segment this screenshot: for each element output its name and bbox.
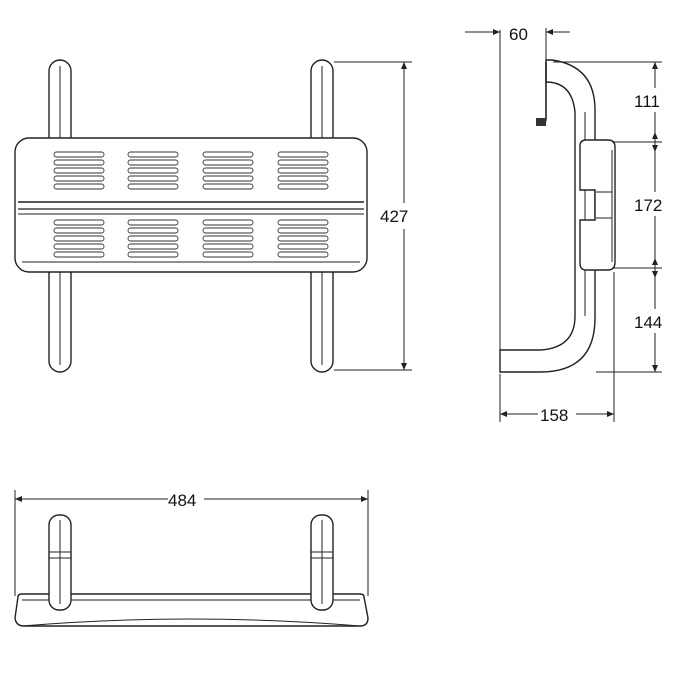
drainage-slot [53, 167, 105, 174]
drainage-slot [202, 151, 254, 158]
side-middle-label: 172 [634, 196, 662, 215]
drainage-slot [202, 227, 254, 234]
wall-hook [538, 62, 547, 126]
drainage-slot [277, 251, 329, 258]
drainage-slot [53, 227, 105, 234]
front-height-label: 427 [380, 207, 408, 226]
drainage-slot [277, 183, 329, 190]
side-offset-dimension: 60 [465, 25, 570, 60]
left-wall-bracket [48, 514, 72, 611]
side-depth-label: 158 [540, 406, 568, 425]
drainage-slot [127, 167, 179, 174]
drainage-slot [53, 175, 105, 182]
drainage-slot [127, 183, 179, 190]
side-depth-dimension: 158 [499, 272, 615, 425]
top-width-label: 484 [168, 491, 196, 510]
drainage-slot [202, 251, 254, 258]
side-view [499, 30, 616, 373]
drainage-slot [127, 243, 179, 250]
drainage-slot [277, 243, 329, 250]
side-support-arm [499, 59, 596, 373]
top-width-dimension: 484 [14, 488, 369, 596]
drainage-slot [127, 219, 179, 226]
top-view [14, 514, 369, 627]
drainage-slot [202, 159, 254, 166]
drainage-slot [202, 219, 254, 226]
drainage-slot [53, 183, 105, 190]
drainage-slot [277, 159, 329, 166]
drainage-slots [53, 151, 329, 258]
side-offset-label: 60 [509, 25, 528, 44]
drainage-slot [53, 219, 105, 226]
drainage-slot [202, 175, 254, 182]
drainage-slot [127, 251, 179, 258]
drainage-slot [277, 227, 329, 234]
drainage-slot [202, 167, 254, 174]
drainage-slot [53, 235, 105, 242]
drainage-slot [53, 151, 105, 158]
front-height-dimension: 427 [334, 61, 420, 371]
drainage-slot [277, 235, 329, 242]
drainage-slot [202, 183, 254, 190]
drainage-slot [127, 151, 179, 158]
drainage-slot [53, 243, 105, 250]
drainage-slot [277, 167, 329, 174]
drainage-slot [53, 159, 105, 166]
drainage-slot [127, 175, 179, 182]
drainage-slot [202, 243, 254, 250]
drainage-slot [53, 251, 105, 258]
drainage-slot [202, 235, 254, 242]
top-seat-profile [14, 593, 369, 627]
drainage-slot [277, 151, 329, 158]
drainage-slot [127, 235, 179, 242]
side-seat-block [579, 139, 616, 271]
drainage-slot [127, 159, 179, 166]
front-view [14, 59, 368, 373]
drainage-slot [277, 175, 329, 182]
side-lower-label: 144 [634, 313, 662, 332]
right-wall-bracket [310, 514, 334, 611]
drainage-slot [127, 227, 179, 234]
side-upper-label: 111 [634, 92, 660, 111]
side-vertical-dimensions: 111 172 144 [553, 61, 670, 373]
drainage-slot [277, 219, 329, 226]
